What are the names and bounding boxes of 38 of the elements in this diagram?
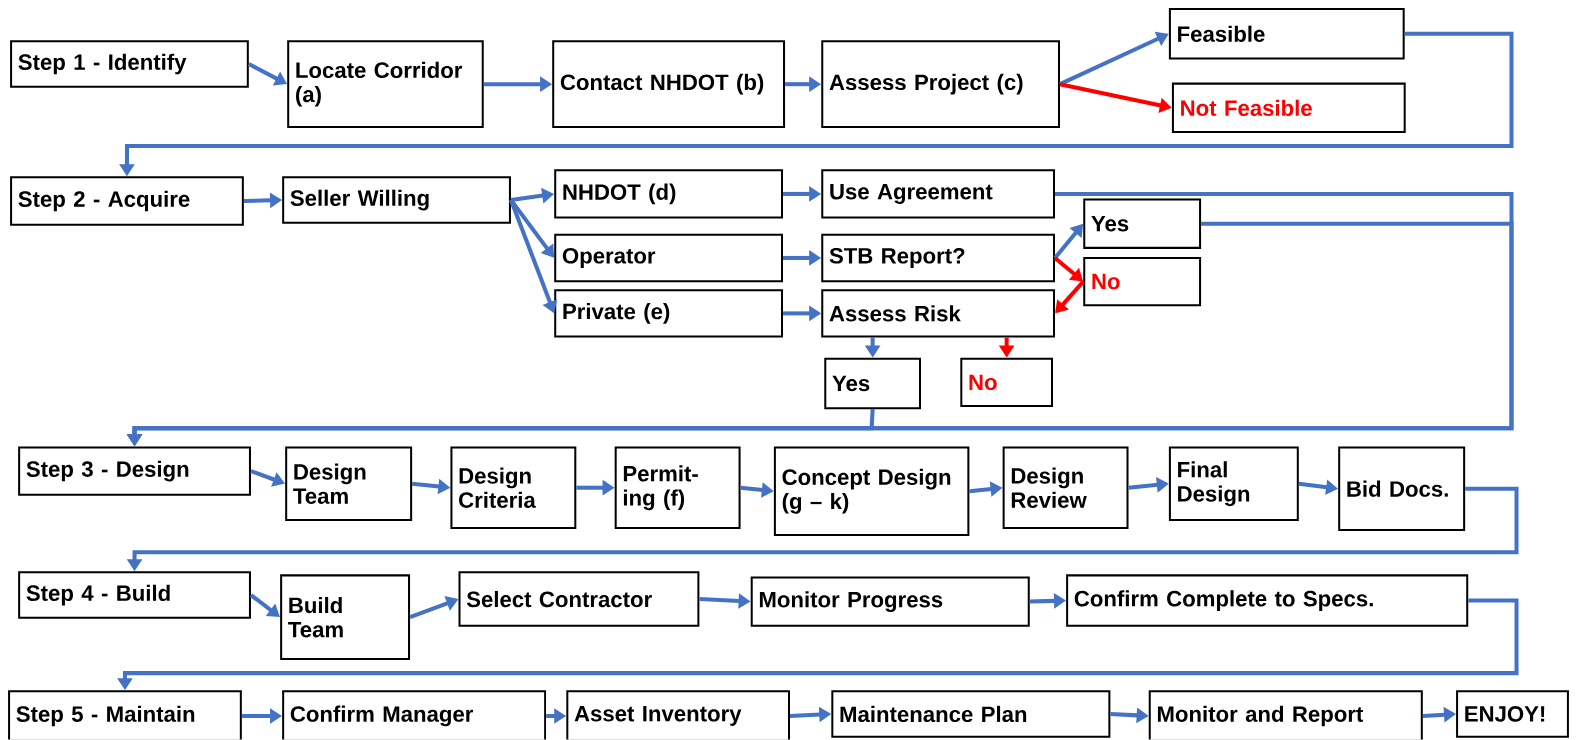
process-box: Not Feasible xyxy=(1171,82,1406,134)
process-box: Permit- ing (f) xyxy=(614,446,741,530)
process-box: Maintenance Plan xyxy=(831,690,1111,738)
process-box: STB Report? xyxy=(821,233,1055,283)
process-box: ENJOY! xyxy=(1456,690,1569,738)
process-box: Design Criteria xyxy=(450,446,577,530)
process-box: Step 3 - Design xyxy=(18,446,251,496)
process-box: Contact NHDOT (b) xyxy=(552,40,786,129)
process-box: Locate Corridor (a) xyxy=(287,40,484,129)
process-box: Build Team xyxy=(280,574,411,661)
process-box: Confirm Manager xyxy=(282,690,547,740)
process-box: NHDOT (d) xyxy=(554,169,783,219)
process-box: Design Team xyxy=(285,446,413,522)
process-box: Step 2 - Acquire xyxy=(10,176,244,226)
process-box: Select Contractor xyxy=(458,571,700,627)
process-box: Yes xyxy=(824,357,921,410)
process-box: Asset Inventory xyxy=(566,690,790,740)
process-box: Feasible xyxy=(1168,8,1405,60)
process-box: Design Review xyxy=(1002,446,1129,530)
process-box: Bid Docs. xyxy=(1338,446,1466,532)
process-box: No xyxy=(1083,257,1202,307)
process-box: Yes xyxy=(1083,198,1202,250)
process-box: Step 1 - Identify xyxy=(10,40,249,88)
process-box: Operator xyxy=(554,233,783,283)
process-box: Private (e) xyxy=(554,289,783,338)
process-box: Assess Risk xyxy=(821,289,1055,338)
process-box: Monitor and Report xyxy=(1148,690,1423,740)
process-box: Monitor Progress xyxy=(750,576,1030,627)
process-box: Confirm Complete to Specs. xyxy=(1066,574,1469,627)
process-box: Step 5 - Maintain xyxy=(8,690,242,740)
process-box: Seller Willing xyxy=(282,176,511,224)
arrow xyxy=(249,593,280,618)
process-box: Final Design xyxy=(1168,446,1299,522)
process-box: Assess Project (c) xyxy=(821,40,1060,129)
process-box: Concept Design (g – k) xyxy=(773,446,970,537)
process-box: No xyxy=(960,357,1053,408)
process-box: Use Agreement xyxy=(821,169,1055,219)
process-box: Step 4 - Build xyxy=(18,571,251,619)
